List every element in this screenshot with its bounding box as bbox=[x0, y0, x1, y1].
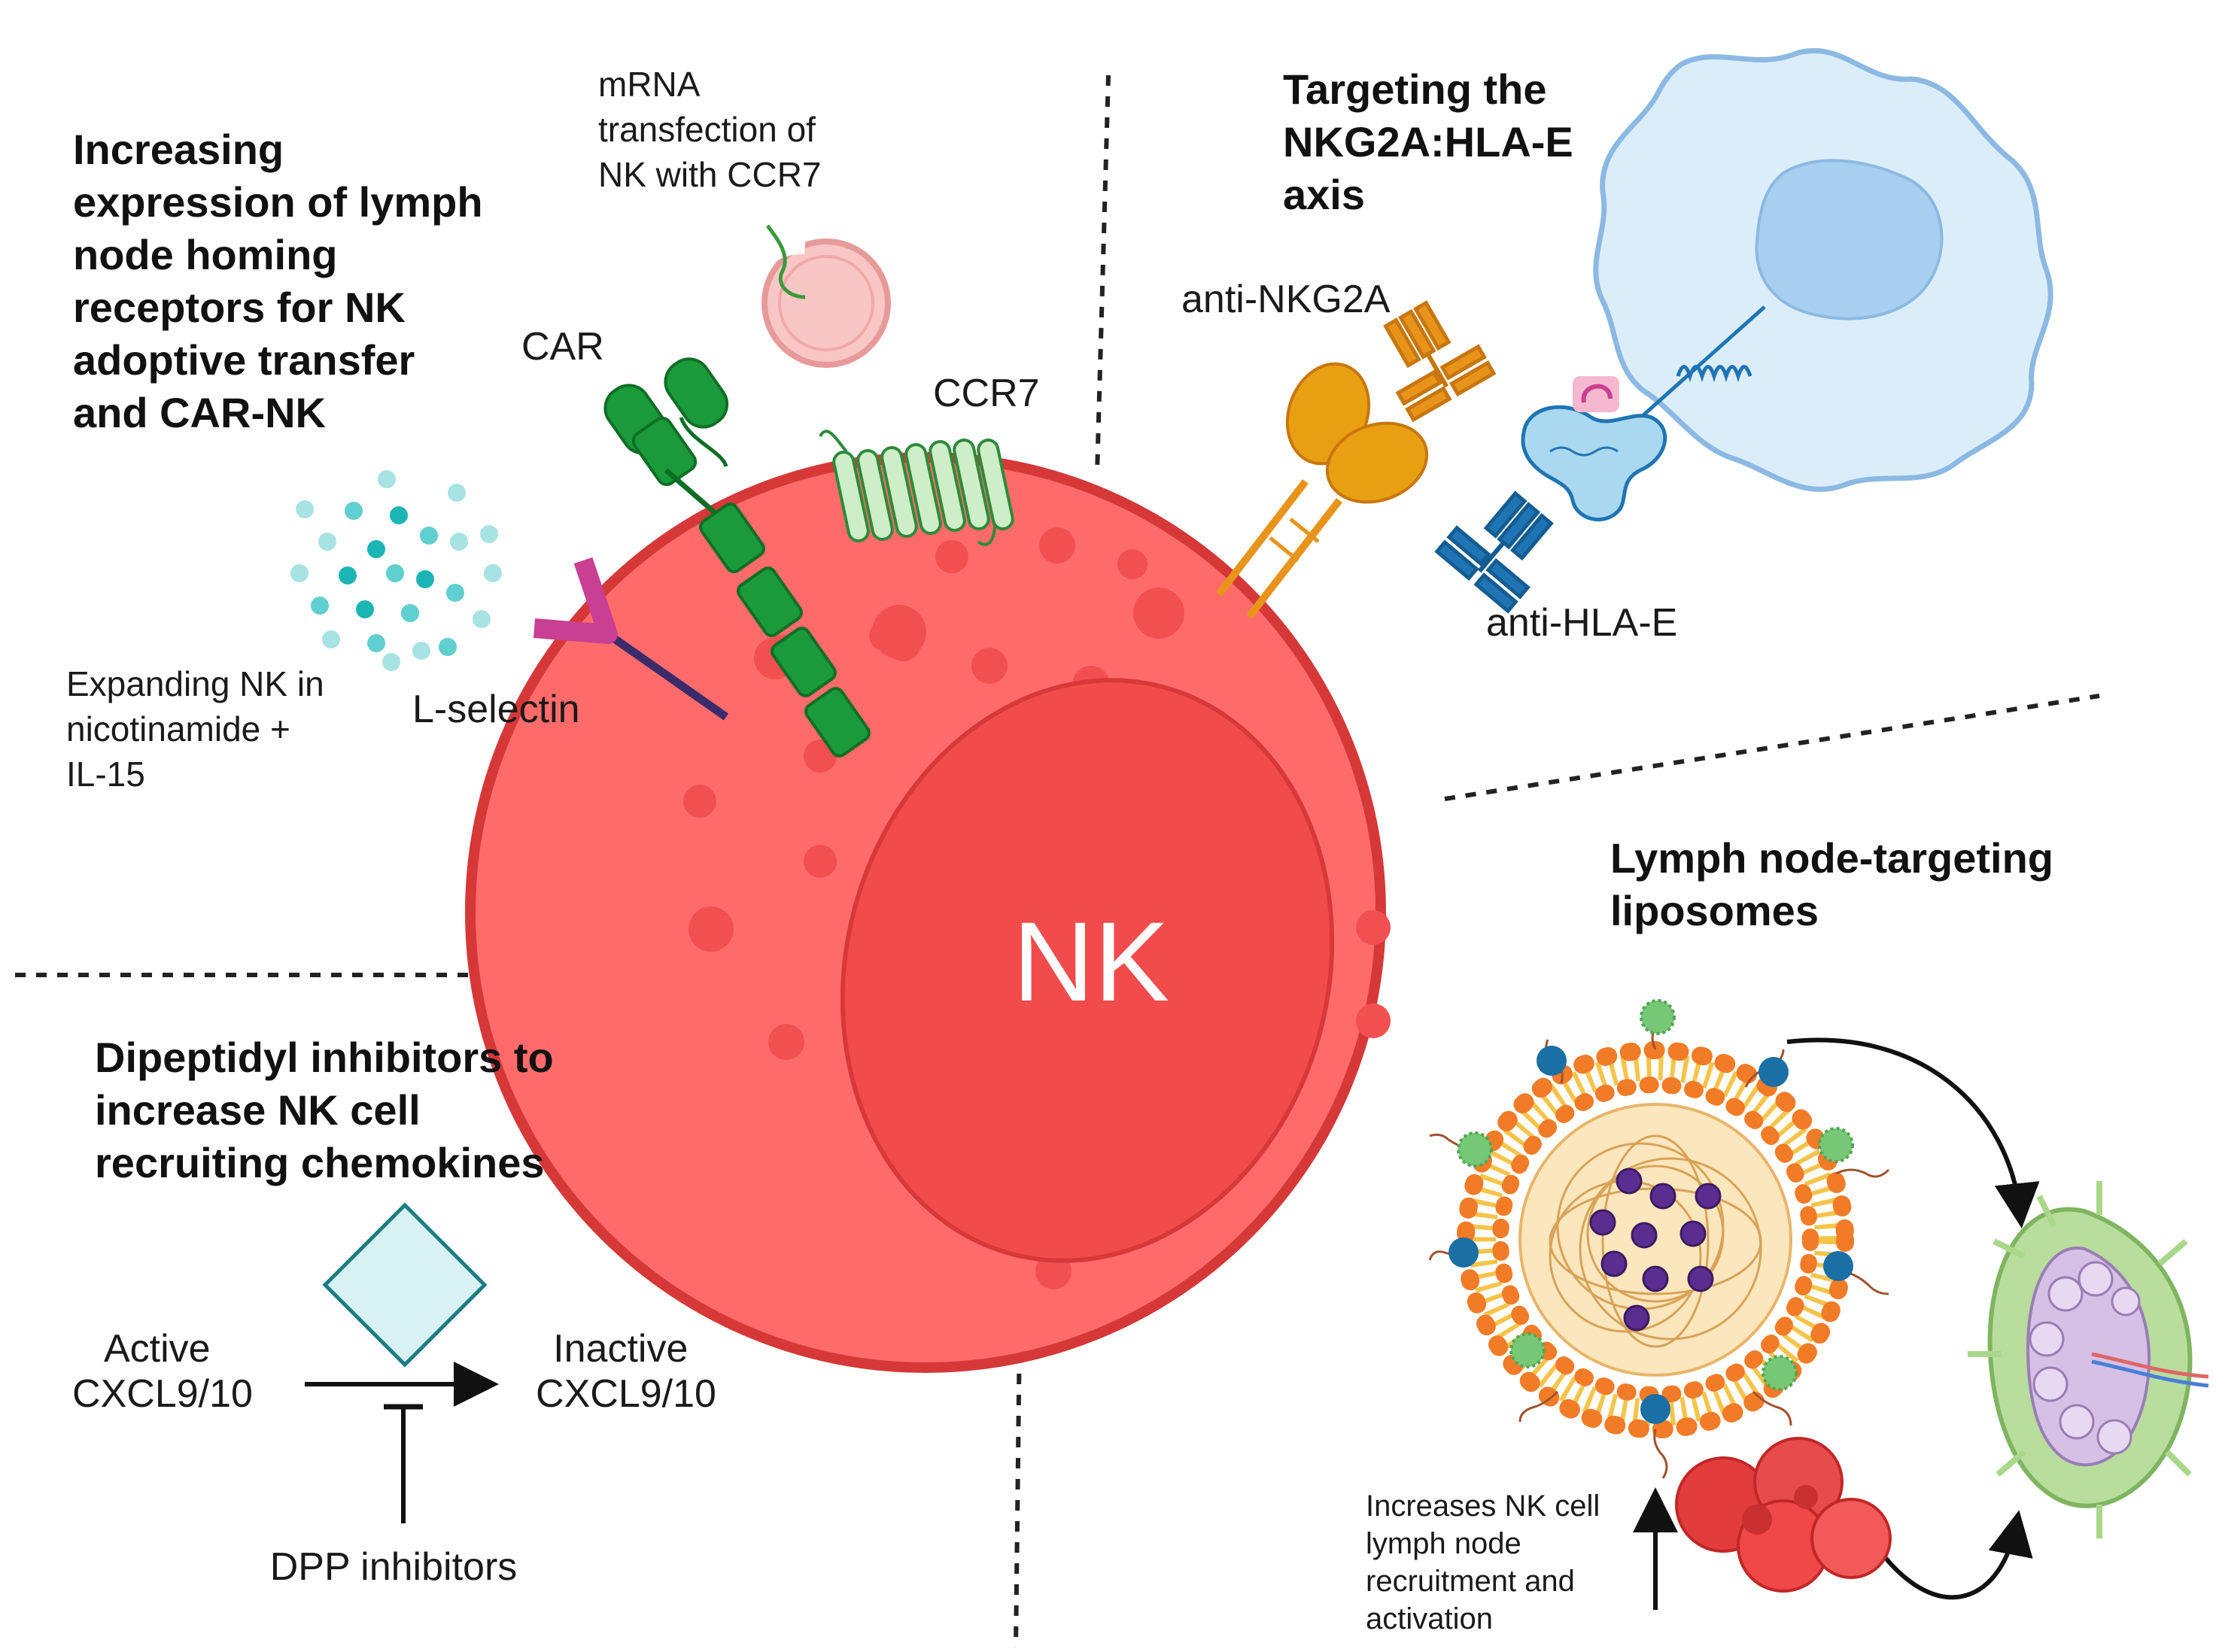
dpp-enzyme-diamond-icon bbox=[322, 1202, 488, 1368]
mrna-vesicle-icon bbox=[756, 224, 891, 368]
divider-bottom bbox=[1014, 1331, 1022, 1648]
anti-hla-e-label: anti-HLA-E bbox=[1486, 601, 1677, 645]
ccr7-label: CCR7 bbox=[933, 372, 1040, 415]
active-cxcl-label: Active CXCL9/10 bbox=[72, 1327, 253, 1416]
anti-hla-e-antibody-icon bbox=[1434, 490, 1554, 614]
hla-e-molecule-icon bbox=[1521, 376, 1667, 522]
anti-nkg2a-label: anti-NKG2A bbox=[1181, 278, 1391, 321]
dpp-inhibitors-label: DPP inhibitors bbox=[270, 1545, 518, 1589]
nkg2a-title: Targeting the NKG2A:HLA-E axis bbox=[1283, 65, 1585, 218]
lymph-node-follicles bbox=[2029, 1261, 2141, 1455]
hla-e-stalk-coil bbox=[1676, 365, 1752, 383]
lymph-node-vessels bbox=[1968, 1181, 2192, 1538]
mrna-strand bbox=[765, 224, 806, 299]
liposome-ligands bbox=[1428, 999, 1890, 1479]
target-cell-nucleus bbox=[1755, 159, 1944, 320]
ccr7-receptor-icon bbox=[819, 430, 1014, 546]
inactive-cxcl-label: Inactive CXCL9/10 bbox=[536, 1327, 716, 1416]
nicotinamide-dots-icon bbox=[290, 470, 502, 671]
divider-right bbox=[1444, 694, 2100, 801]
nk-cell-cluster-icon bbox=[1675, 1437, 1892, 1593]
liposome-to-lymph-node-arrow bbox=[1786, 1037, 2040, 1228]
homing-title: Increasing expression of lymph node homi… bbox=[73, 126, 494, 436]
l-selectin-label: L-selectin bbox=[412, 688, 580, 731]
nk-cell-label: NK bbox=[1013, 898, 1169, 1025]
target-cell-icon bbox=[1593, 47, 2053, 492]
increases-recruitment-label: Increases NK cell lymph node recruitment… bbox=[1366, 1490, 1608, 1635]
l-selectin-icon bbox=[533, 557, 729, 721]
nk-to-lymph-node-arrow bbox=[1883, 1510, 2033, 1600]
drug-molecules bbox=[1589, 1168, 1722, 1332]
liposome-icon bbox=[1428, 999, 1890, 1479]
nk-cell: NK bbox=[465, 452, 1391, 1373]
dpp-title: Dipeptidyl inhibitors to increase NK cel… bbox=[95, 1034, 565, 1186]
anti-nkg2a-antibody-icon bbox=[1383, 300, 1497, 423]
nkg2a-receptor-icon bbox=[1216, 362, 1429, 620]
expanding-nk-label: Expanding NK in nicotinamide + IL-15 bbox=[66, 664, 333, 794]
nk-nucleus bbox=[840, 678, 1335, 1263]
lymph-node-artery bbox=[2091, 1352, 2209, 1379]
car-label: CAR bbox=[521, 325, 604, 369]
liposomes-title: Lymph node-targeting liposomes bbox=[1610, 834, 2065, 934]
lymph-node-vein bbox=[2091, 1359, 2209, 1388]
lymph-node-icon bbox=[1968, 1181, 2209, 1538]
car-receptor-icon bbox=[603, 357, 871, 758]
divider-top bbox=[1095, 74, 1111, 475]
mrna-transfection-label: mRNA transfection of NK with CCR7 bbox=[598, 65, 825, 194]
